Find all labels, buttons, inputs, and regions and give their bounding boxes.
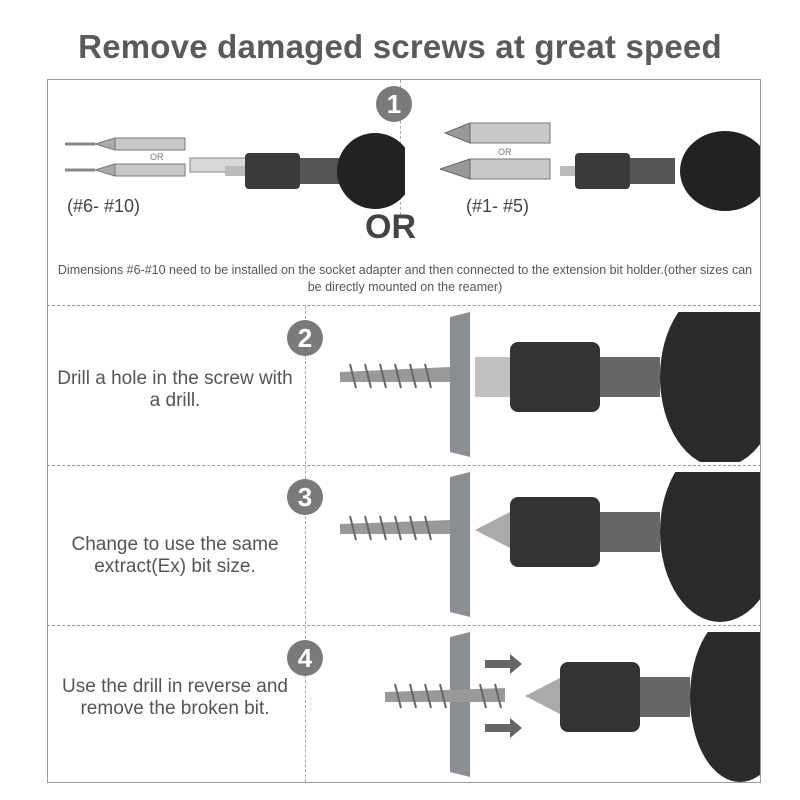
step3-text: Change to use the same extract(Ex) bit s… <box>71 534 279 577</box>
step4-divider <box>305 626 306 782</box>
divider-3 <box>47 625 761 626</box>
diagram-frame <box>47 79 761 783</box>
page-title: Remove damaged screws at great speed <box>78 28 722 65</box>
step4-illustration <box>385 632 760 782</box>
bit-bottom <box>65 163 186 177</box>
step2-number-badge: 2 <box>287 320 323 356</box>
right-drill-illustration <box>560 131 760 211</box>
step2-divider <box>305 306 306 464</box>
small-or-text: OR <box>150 152 164 162</box>
chuck <box>245 153 300 189</box>
step4-number-badge: 4 <box>287 640 323 676</box>
step2-text: Drill a hole in the screw with a drill. <box>57 368 293 411</box>
bit-top <box>65 137 186 151</box>
drill-body <box>337 133 405 209</box>
step4-text: Use the drill in reverse and remove the … <box>62 676 288 719</box>
left-drill-bits-illustration: OR <box>65 137 251 177</box>
right-size-label: (#1- #5) <box>466 196 530 216</box>
step1-number-badge: 1 <box>376 86 412 122</box>
or-label: OR <box>365 208 416 246</box>
step3-number-badge: 3 <box>287 479 323 515</box>
divider-1 <box>47 305 761 306</box>
step2-illustration <box>340 312 760 462</box>
svg-text:OR: OR <box>498 147 512 157</box>
step3-illustration <box>340 472 760 622</box>
left-size-label: (#6- #10) <box>67 196 141 216</box>
divider-2 <box>47 465 761 466</box>
reverse-arrow-icons <box>485 654 522 738</box>
step3-divider <box>305 466 306 624</box>
left-drill-illustration <box>225 133 405 209</box>
right-extractor-bits-illustration: OR <box>440 122 551 180</box>
installation-note: Dimensions #6-#10 need to be installed o… <box>57 263 753 294</box>
